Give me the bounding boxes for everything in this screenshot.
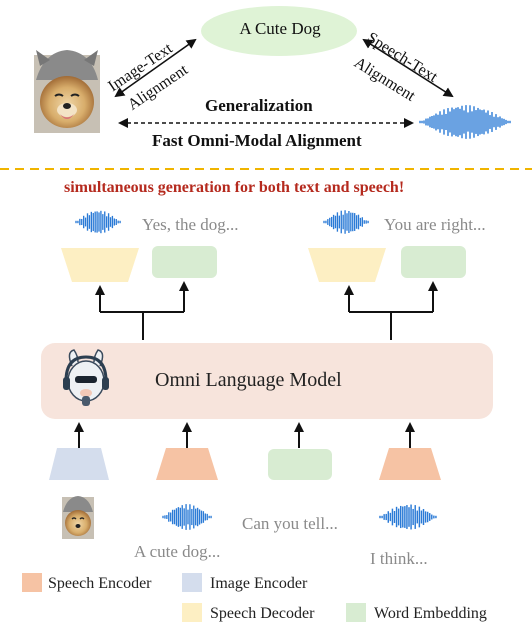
speech-encoder-1 [156, 448, 218, 480]
legend-label-speech-decoder: Speech Decoder [210, 605, 315, 622]
llama-headphones-icon [63, 349, 109, 406]
generalization-label: Generalization [205, 96, 313, 115]
speech-wave-output-left [75, 210, 121, 234]
legend-swatch-image-encoder [182, 573, 202, 592]
word-embedding-input [268, 449, 332, 480]
output-text-right: You are right... [384, 215, 486, 234]
fast-alignment-label: Fast Omni-Modal Alignment [152, 131, 362, 150]
image-text-arrow [114, 38, 197, 98]
speech-encoder-2 [379, 448, 441, 480]
legend-swatch-speech-decoder [182, 603, 202, 622]
word-embedding-right [401, 246, 466, 278]
output-connector-left [95, 281, 189, 340]
speech-wave-top [419, 105, 511, 139]
speech-decoder-left [61, 248, 139, 282]
speech-decoder-right [308, 248, 386, 282]
legend-swatch-word-embedding [346, 603, 366, 622]
speech-wave-input-2 [379, 504, 437, 530]
word-embedding-left [152, 246, 217, 278]
input-text-1: A cute dog... [134, 542, 221, 561]
image-encoder [49, 448, 109, 480]
legend-label-word-embedding: Word Embedding [374, 605, 487, 622]
omni-language-model-box [41, 343, 493, 419]
output-connector-right [344, 281, 438, 340]
cute-dog-ellipse [201, 6, 357, 56]
speech-wave-output-right [323, 210, 369, 234]
speech-wave-input-1 [162, 504, 212, 530]
input-text-3: I think... [370, 549, 428, 568]
input-text-2: Can you tell... [242, 514, 338, 533]
headline: simultaneous generation for both text an… [64, 179, 405, 196]
dog-photo-top [34, 50, 100, 133]
output-text-left: Yes, the dog... [142, 215, 239, 234]
ellipse-label: A Cute Dog [239, 19, 321, 38]
speech-text-arrow [362, 38, 454, 98]
dog-photo-input [62, 496, 94, 539]
legend-swatch-speech-encoder [22, 573, 42, 592]
legend-label-image-encoder: Image Encoder [210, 575, 308, 592]
omni-language-model-label: Omni Language Model [155, 369, 342, 391]
legend-label-speech-encoder: Speech Encoder [48, 575, 152, 592]
